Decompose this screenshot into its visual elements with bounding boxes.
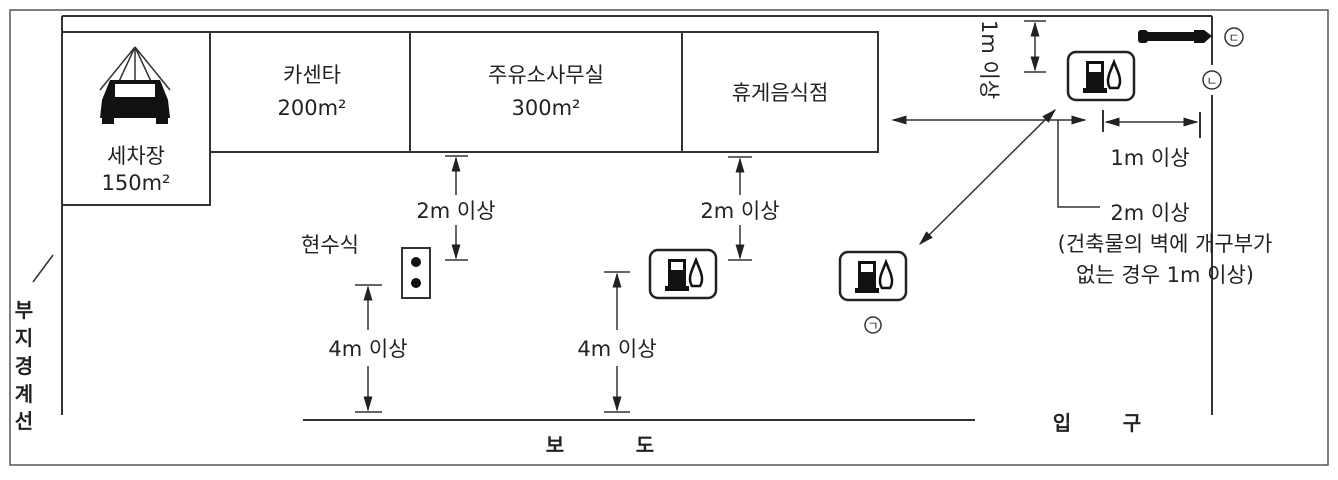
marker-label: ㄴ bbox=[1206, 74, 1217, 88]
dimension-label: 1m 이상 bbox=[1110, 146, 1189, 170]
building-area: 200m² bbox=[278, 96, 347, 120]
entrance-label: 구 bbox=[1123, 411, 1141, 435]
distance-arrow bbox=[918, 108, 1057, 246]
sidewalk-label: 도 bbox=[636, 433, 654, 457]
hanging-dispenser-icon bbox=[401, 247, 431, 299]
boundary-char: 지 bbox=[15, 326, 33, 350]
arrow-icon bbox=[1138, 30, 1212, 43]
boundary-char: 선 bbox=[15, 409, 33, 433]
building-name: 주유소사무실 bbox=[488, 63, 604, 87]
boundary-char: 경 bbox=[15, 354, 33, 378]
dimension-2m-restaurant: 2m 이상 bbox=[700, 156, 780, 261]
boundary-leader-line bbox=[32, 254, 54, 283]
marker-c: ㄷ bbox=[1224, 27, 1244, 47]
building-name: 세차장 bbox=[107, 144, 165, 168]
dimension-1m-top: 1m 이상 bbox=[977, 20, 1046, 99]
dimension-label: 4m 이상 bbox=[577, 337, 656, 361]
dimension-label: 4m 이상 bbox=[328, 337, 407, 361]
marker-a: ㄱ bbox=[864, 316, 882, 334]
marker-b: ㄴ bbox=[1202, 70, 1222, 90]
dimension-label: 2m 이상 bbox=[1110, 201, 1189, 225]
marker-label: ㄱ bbox=[867, 319, 878, 333]
entrance-label: 입 bbox=[1053, 411, 1071, 435]
dimension-label: 2m 이상 bbox=[416, 199, 495, 223]
dimension-2m-right: 2m 이상 (건축물의 벽에 개구부가 없는 경우 1m 이상) bbox=[1057, 120, 1273, 287]
boundary-label: 부 지 경 계 선 bbox=[15, 298, 33, 433]
dimension-4m-left: 4m 이상 bbox=[328, 284, 408, 413]
fuel-pump-icon bbox=[838, 250, 908, 302]
dimension-1m-right: 1m 이상 bbox=[1102, 110, 1201, 170]
dimension-4m-center: 4m 이상 bbox=[577, 271, 657, 413]
restaurant-building: 휴게음식점 bbox=[681, 31, 879, 153]
station-office-building: 주유소사무실 300m² bbox=[409, 31, 683, 153]
boundary-char: 계 bbox=[15, 382, 33, 406]
fuel-pump-icon bbox=[1066, 50, 1136, 102]
car-wash-icon bbox=[99, 46, 171, 124]
sidewalk-label: 보 bbox=[546, 433, 564, 457]
building-name: 카센타 bbox=[283, 63, 341, 87]
car-wash-building: 세차장 150m² bbox=[61, 31, 211, 206]
building-area: 150m² bbox=[102, 171, 171, 195]
hanging-type-label: 현수식 bbox=[301, 233, 359, 257]
dimension-label: 1m 이상 bbox=[977, 20, 1001, 99]
dimension-label: 2m 이상 bbox=[700, 199, 779, 223]
building-name: 휴게음식점 bbox=[732, 81, 829, 105]
dimension-2m-office: 2m 이상 bbox=[416, 155, 496, 261]
boundary-char: 부 bbox=[15, 298, 33, 322]
marker-label: ㄷ bbox=[1228, 31, 1239, 45]
fuel-pump-icon bbox=[648, 248, 718, 300]
note-text: (건축물의 벽에 개구부가 bbox=[1058, 232, 1273, 256]
building-area: 300m² bbox=[512, 96, 581, 120]
note-text: 없는 경우 1m 이상) bbox=[1076, 263, 1254, 287]
